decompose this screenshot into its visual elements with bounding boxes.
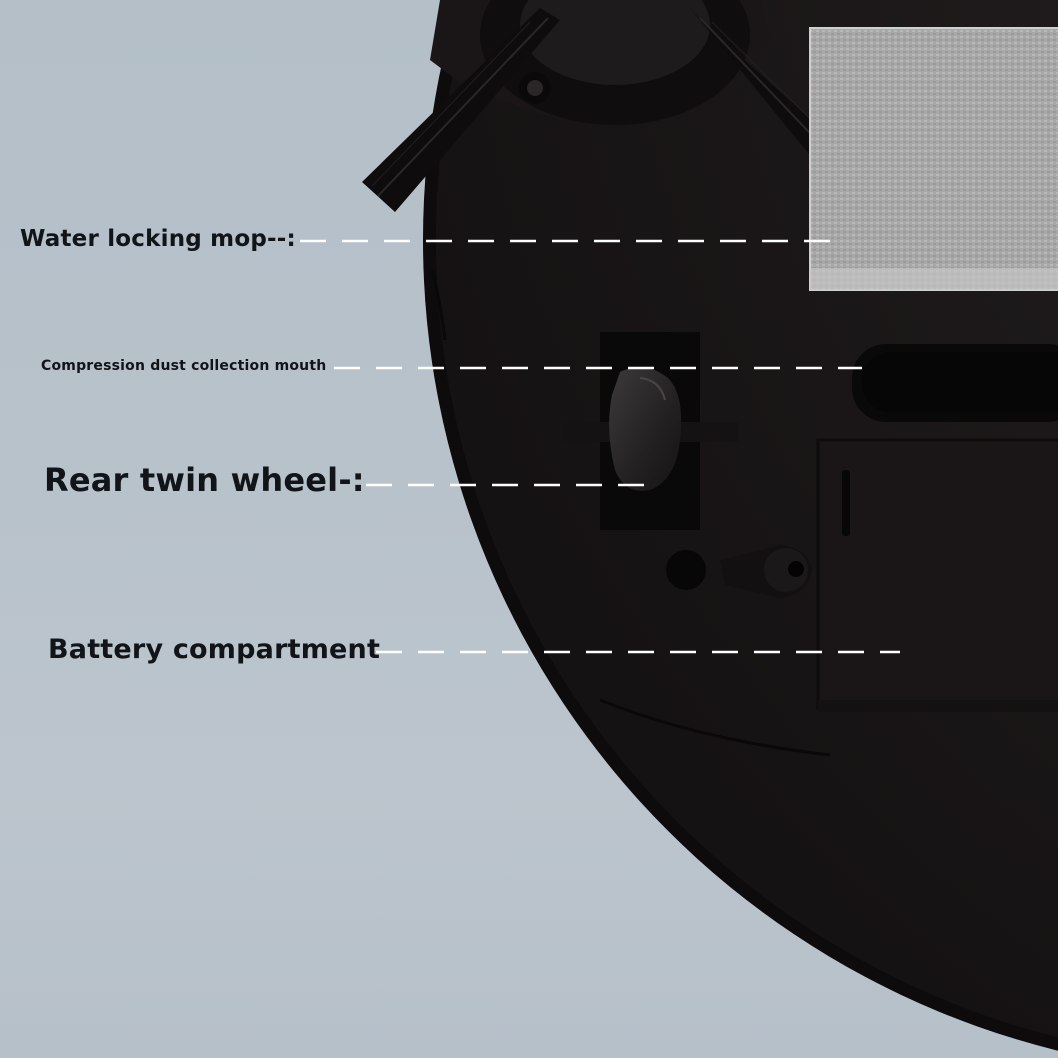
caster-and-holes [666, 545, 812, 598]
water-locking-mop-label: Water locking mop--: [20, 226, 296, 252]
dust-collection-mouth [852, 344, 1058, 422]
leader-lines [300, 239, 900, 654]
rear-twin-wheel-label: Rear twin wheel-: [44, 461, 365, 499]
water-locking-mop-pad [809, 27, 1058, 291]
battery-compartment-cover [816, 438, 1058, 712]
battery-compartment-label: Battery compartment [48, 634, 381, 665]
left-side-brush [362, 8, 560, 212]
rear-twin-wheel [562, 332, 738, 530]
side-brush-hub [430, 0, 770, 125]
dust-collection-mouth-label: Compression dust collection mouth [41, 358, 327, 374]
